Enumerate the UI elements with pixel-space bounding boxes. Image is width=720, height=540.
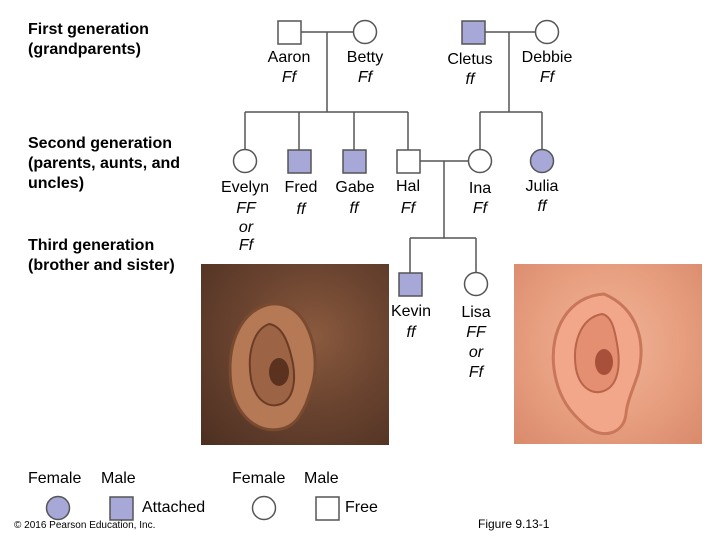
figure-label: Figure 9.13-1 bbox=[478, 517, 550, 531]
evelyn-symbol bbox=[232, 148, 258, 174]
evelyn-genotype-or: or bbox=[238, 219, 254, 236]
cletus-genotype: ff bbox=[465, 71, 475, 88]
legend-symbols bbox=[45, 495, 340, 521]
legend-free-male-label: Male bbox=[304, 470, 339, 487]
kevin-genotype: ff bbox=[406, 324, 416, 341]
third-generation-label: Third generation (brother and sister) bbox=[28, 237, 175, 274]
gabe-symbol bbox=[342, 149, 367, 174]
cletus-name: Cletus bbox=[447, 51, 493, 68]
legend-attached-female-label: Female bbox=[28, 470, 82, 487]
ina-genotype: Ff bbox=[472, 200, 488, 217]
lisa-name: Lisa bbox=[461, 304, 491, 321]
gabe-genotype: ff bbox=[349, 200, 359, 217]
hal-genotype: Ff bbox=[400, 200, 416, 217]
debbie-name: Debbie bbox=[521, 49, 573, 66]
lisa-symbol bbox=[463, 271, 489, 297]
julia-name: Julia bbox=[525, 178, 559, 195]
debbie-symbol bbox=[534, 19, 560, 45]
lisa-genotype-line2: Ff bbox=[468, 364, 484, 381]
ina-name: Ina bbox=[468, 180, 492, 197]
legend-attached-label: Attached bbox=[142, 499, 206, 516]
free-earlobe-photo bbox=[514, 264, 702, 444]
pedigree-symbols bbox=[232, 19, 560, 297]
fred-symbol bbox=[287, 149, 312, 174]
hal-symbol bbox=[396, 149, 421, 174]
debbie-genotype: Ff bbox=[539, 69, 555, 86]
first-generation-label: First generation (grandparents) bbox=[28, 21, 149, 58]
gabe-name: Gabe bbox=[335, 179, 375, 196]
hal-name: Hal bbox=[395, 178, 420, 195]
legend-free-label: Free bbox=[345, 499, 378, 516]
ina-symbol bbox=[467, 148, 493, 174]
kevin-name: Kevin bbox=[390, 303, 432, 320]
attached-ear-drawing bbox=[228, 302, 317, 432]
legend-attached-female-symbol bbox=[45, 495, 71, 521]
lisa-genotype-or: or bbox=[468, 344, 484, 361]
legend-free-female-label: Female bbox=[232, 470, 286, 487]
pedigree-lines bbox=[244, 31, 543, 273]
betty-name: Betty bbox=[346, 49, 384, 66]
betty-genotype: Ff bbox=[357, 69, 373, 86]
legend-attached-male-symbol bbox=[109, 496, 134, 521]
copyright-text: © 2016 Pearson Education, Inc. bbox=[14, 520, 156, 531]
julia-symbol bbox=[529, 148, 555, 174]
legend-attached-male-label: Male bbox=[101, 470, 136, 487]
fred-name: Fred bbox=[284, 179, 318, 196]
cletus-symbol bbox=[461, 20, 486, 45]
legend-free-female-symbol bbox=[251, 495, 277, 521]
legend-free-male-symbol bbox=[315, 496, 340, 521]
aaron-name: Aaron bbox=[267, 49, 311, 66]
evelyn-genotype-line2: Ff bbox=[238, 237, 254, 254]
aaron-symbol bbox=[277, 20, 302, 45]
lisa-genotype-line1: FF bbox=[466, 324, 486, 341]
evelyn-name: Evelyn bbox=[220, 179, 270, 196]
evelyn-genotype-line1: FF bbox=[236, 200, 256, 217]
free-ear-drawing bbox=[551, 292, 643, 436]
kevin-symbol bbox=[398, 272, 423, 297]
attached-earlobe-photo bbox=[201, 264, 389, 445]
julia-genotype: ff bbox=[537, 198, 547, 215]
second-generation-label: Second generation (parents, aunts, and u… bbox=[28, 135, 181, 192]
aaron-genotype: Ff bbox=[281, 69, 297, 86]
betty-symbol bbox=[352, 19, 378, 45]
fred-genotype: ff bbox=[296, 201, 306, 218]
